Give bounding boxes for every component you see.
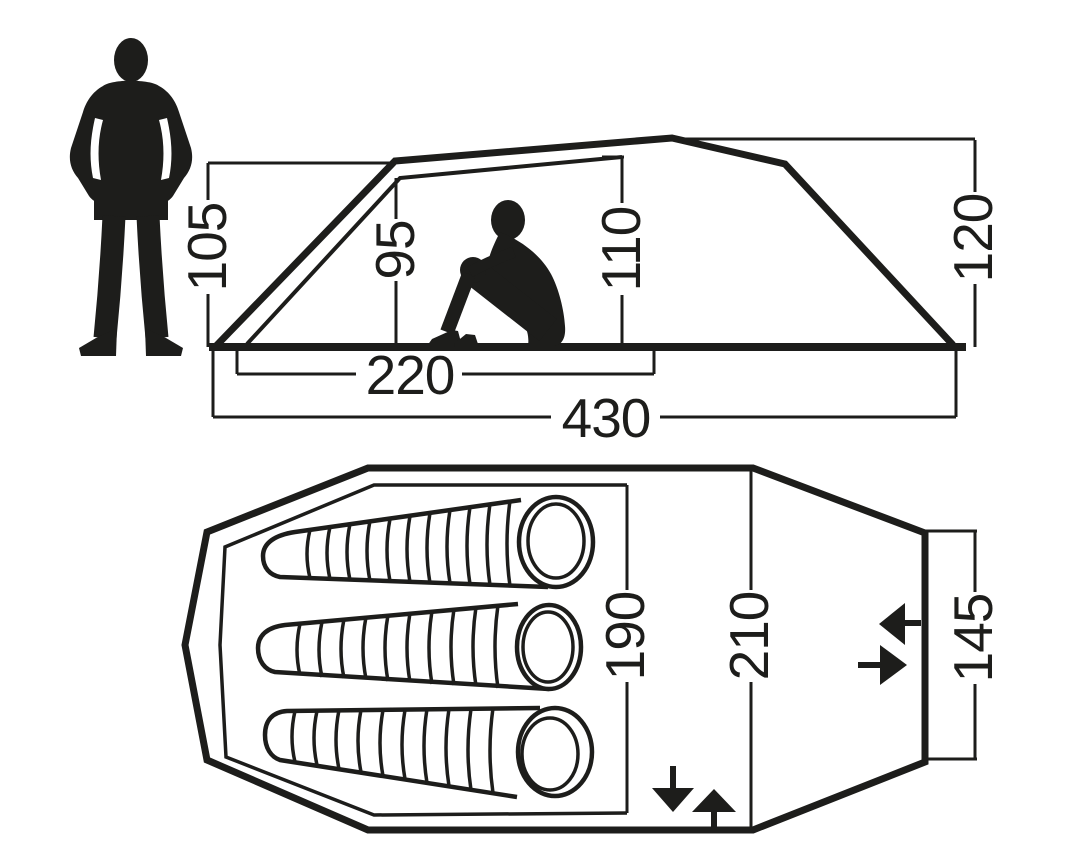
standing-person-left-foot bbox=[79, 328, 117, 356]
sleeping-bag-3-hood-inner bbox=[520, 716, 580, 792]
standing-person-arm-gap-left bbox=[90, 118, 103, 180]
sleeping-bag-3-ribs bbox=[290, 707, 495, 794]
dimension-rear-panel bbox=[925, 529, 977, 761]
sitting-person-foot bbox=[427, 330, 462, 346]
dim-220-label: 220 bbox=[366, 344, 455, 406]
dim-110-label: 110 bbox=[590, 207, 652, 292]
dim-95-label: 95 bbox=[364, 220, 426, 279]
side-entrance-arrow-out-stem bbox=[711, 811, 717, 829]
tent-outer-profile bbox=[213, 134, 956, 349]
rear-entrance-arrow-in bbox=[879, 603, 905, 645]
standing-person-silhouette bbox=[69, 38, 193, 356]
dim-120-label: 120 bbox=[942, 194, 1004, 283]
side-entrance-arrow-out bbox=[692, 789, 736, 812]
sleeping-bag-1-ribs bbox=[305, 500, 512, 587]
floorplan-inner-outline bbox=[218, 483, 628, 817]
sitting-person-arm bbox=[467, 246, 516, 277]
side-entrance-arrow-in-stem bbox=[670, 766, 676, 789]
dim-430-label: 430 bbox=[562, 387, 651, 449]
dim-105-label: 105 bbox=[176, 203, 238, 292]
dimension-inner-rear-height bbox=[602, 155, 624, 344]
sitting-person-foot-2 bbox=[454, 334, 479, 347]
dim-145-label: 145 bbox=[942, 594, 1004, 683]
dimension-front-height bbox=[206, 161, 390, 347]
rear-entrance-arrows bbox=[858, 603, 921, 685]
rear-entrance-arrow-in-stem bbox=[904, 620, 921, 626]
sleeping-bag-1-hood-outer bbox=[516, 494, 596, 590]
side-entrance-arrow-in bbox=[652, 788, 694, 812]
sleeping-bag-3 bbox=[262, 705, 595, 800]
standing-person-head bbox=[114, 38, 148, 82]
dimension-inner-length bbox=[235, 349, 656, 376]
floor-plan: 190 210 145 bbox=[181, 464, 1004, 834]
dimension-total-length bbox=[211, 349, 958, 419]
standing-person-right-foot bbox=[145, 328, 183, 356]
rear-entrance-arrow-out-stem bbox=[858, 662, 882, 668]
sitting-person-head bbox=[491, 200, 525, 240]
tent-inner-profile bbox=[245, 155, 623, 346]
dim-190-label: 190 bbox=[594, 592, 656, 681]
sleeping-bag-1-outline bbox=[260, 497, 549, 590]
standing-person-arm-gap-right bbox=[159, 118, 172, 180]
standing-person-left-leg bbox=[93, 215, 126, 340]
dim-210-label: 210 bbox=[718, 592, 780, 681]
standing-person-torso bbox=[69, 80, 193, 203]
sleeping-bag-2-ribs bbox=[295, 604, 500, 689]
sleeping-bag-2-hood-inner bbox=[521, 610, 575, 684]
sleeping-bag-1 bbox=[260, 494, 596, 590]
sleeping-bag-2-hood-outer bbox=[514, 602, 584, 692]
rear-entrance-arrow-out bbox=[880, 645, 907, 685]
side-entrance-arrows bbox=[652, 766, 736, 829]
sitting-person-shin bbox=[440, 271, 476, 335]
sitting-person-silhouette bbox=[427, 200, 566, 347]
sleeping-bag-2-outline bbox=[255, 601, 550, 692]
sleeping-bag-2 bbox=[255, 601, 584, 692]
sleeping-bag-3-hood-outer bbox=[515, 705, 595, 799]
side-view: 105 95 110 120 220 430 bbox=[69, 38, 1004, 449]
dimension-rear-height bbox=[672, 137, 977, 347]
sleeping-bag-1-hood-inner bbox=[526, 502, 586, 580]
sitting-person-thigh bbox=[465, 260, 557, 342]
sleeping-bag-3-outline bbox=[262, 705, 541, 800]
standing-person-right-leg bbox=[136, 215, 169, 340]
